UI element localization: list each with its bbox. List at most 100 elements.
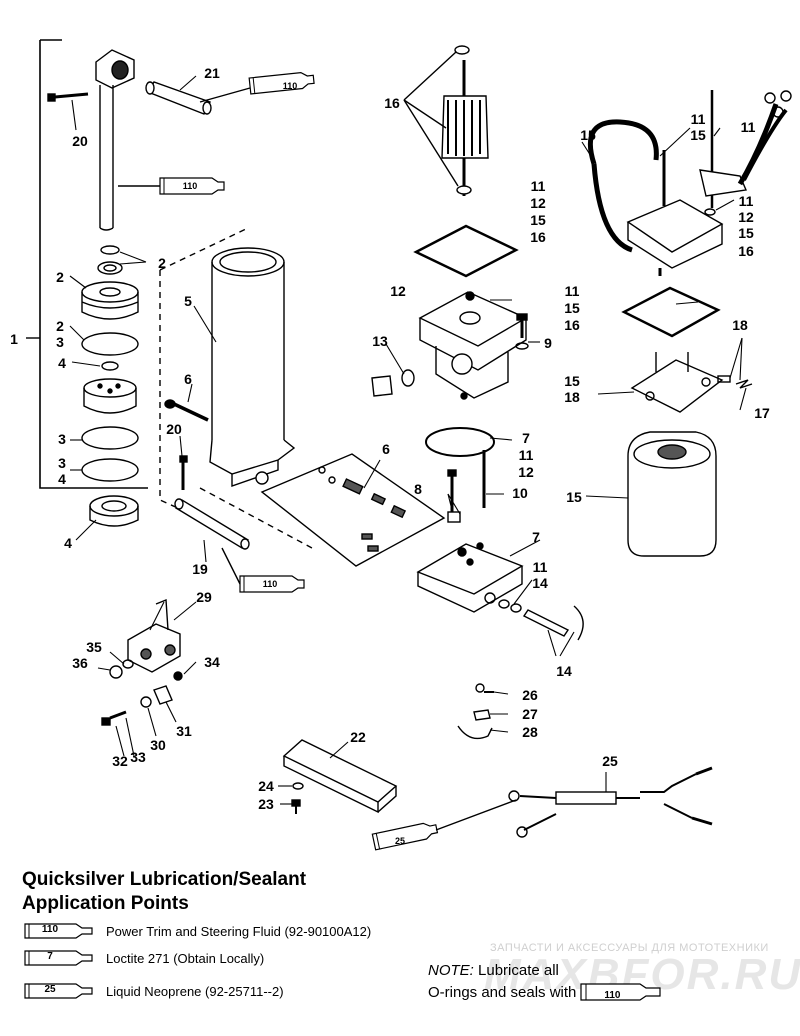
callout-5: 5	[184, 293, 192, 309]
callout-32: 32	[112, 753, 128, 769]
callout-23: 23	[258, 796, 274, 812]
legend-code: 25	[44, 984, 56, 995]
trim-rod	[95, 49, 135, 231]
o-ring-3b	[81, 426, 139, 450]
piston-head-2	[81, 281, 139, 320]
gasket-square-b	[621, 286, 721, 338]
callout-12: 12	[530, 195, 546, 211]
pin-20	[47, 92, 89, 102]
legend-row-loctite: 7 Loctite 271 (Obtain Locally)	[24, 947, 264, 969]
callout-34: 34	[204, 654, 220, 670]
callout-3: 3	[58, 455, 66, 471]
callout-13: 13	[372, 333, 388, 349]
motor-leads	[737, 90, 792, 186]
callout-11: 11	[533, 559, 548, 575]
o-ring-4a	[101, 361, 119, 371]
callout-10: 10	[512, 485, 528, 501]
callout-15: 15	[580, 127, 596, 143]
callout-15: 15	[530, 212, 546, 228]
callout-33: 33	[130, 749, 146, 765]
o-ring-3a	[81, 332, 139, 356]
callout-4: 4	[64, 535, 72, 551]
callout-8: 8	[414, 481, 422, 497]
callout-14: 14	[532, 575, 548, 591]
note-label: NOTE:	[428, 962, 474, 979]
plug-13	[371, 369, 415, 397]
legend-text: Liquid Neoprene (92-25711--2)	[106, 983, 284, 999]
legend-text: Power Trim and Steering Fluid (92-90100A…	[106, 923, 372, 939]
pump-body-7	[416, 542, 524, 613]
relay-22	[282, 739, 398, 814]
bolt-6	[164, 399, 209, 422]
dashed-bracket	[159, 227, 313, 549]
legend-row-power-trim-fluid: 110 Power Trim and Steering Fluid (92-90…	[24, 920, 371, 942]
callout-11: 11	[691, 111, 706, 127]
callout-6: 6	[382, 441, 390, 457]
motor-housing	[627, 431, 717, 557]
callout-12: 12	[390, 283, 406, 299]
end-cap-12	[418, 291, 528, 400]
harness-25	[508, 766, 713, 838]
washer-24	[292, 782, 304, 790]
screw-32-33	[101, 710, 127, 726]
nut-31	[153, 685, 173, 705]
callout-15: 15	[738, 225, 754, 241]
callout-6: 6	[184, 371, 192, 387]
tube-label-a: 110	[283, 81, 298, 91]
note-line2: O-rings and seals with	[428, 984, 577, 1001]
gasket-square-a	[413, 224, 519, 278]
callout-19: 19	[192, 561, 208, 577]
legend-heading-line2: Application Points	[22, 893, 189, 914]
callout-7: 7	[532, 529, 540, 545]
legend-text: Loctite 271 (Obtain Locally)	[106, 950, 265, 966]
callout-1: 1	[10, 331, 18, 347]
callout-28: 28	[522, 724, 538, 740]
note-line1: Lubricate all	[473, 962, 559, 979]
motor-end-assembly	[587, 90, 748, 276]
callout-14: 14	[556, 663, 572, 679]
release-valve-29	[127, 598, 181, 673]
clamp-28	[457, 725, 493, 740]
legend-code: 7	[47, 951, 53, 962]
bolts-8-10	[447, 450, 486, 523]
tube-icon: 7	[24, 950, 96, 966]
tube-icon: 110	[24, 923, 96, 939]
screw-23	[291, 799, 301, 814]
legend-code: 110	[41, 924, 59, 935]
callout-21: 21	[204, 65, 220, 81]
ball-34	[173, 671, 183, 681]
tube-icon: 25	[24, 983, 96, 999]
lubrication-note: NOTE: Lubricate all O-rings and seals wi…	[428, 960, 664, 1004]
callout-2: 2	[158, 255, 166, 271]
callout-12: 12	[738, 209, 754, 225]
callout-15: 15	[690, 127, 706, 143]
callout-16: 16	[384, 95, 400, 111]
callout-3: 3	[56, 334, 64, 350]
callout-16: 16	[738, 243, 754, 259]
screw-26	[475, 683, 494, 693]
callout-26: 26	[522, 687, 538, 703]
callout-18: 18	[564, 389, 580, 405]
tube-icon: 110	[580, 983, 664, 1001]
tube-label-d: 25	[395, 836, 405, 846]
callout-36: 36	[72, 655, 88, 671]
seal-4	[89, 495, 139, 527]
callout-15: 15	[564, 300, 580, 316]
o-ring-7	[425, 427, 495, 457]
callout-20: 20	[166, 421, 182, 437]
piston-assembly	[83, 378, 137, 414]
callout-2: 2	[56, 269, 64, 285]
callout-20: 20	[72, 133, 88, 149]
callout-4: 4	[58, 471, 66, 487]
callout-17: 17	[754, 405, 770, 421]
watermark-caption: ЗАПЧАСТИ И АКСЕССУАРЫ ДЛЯ МОТОТЕХНИКИ	[490, 942, 769, 954]
brush-plate	[630, 352, 724, 413]
cylinder-5	[209, 247, 296, 487]
armature-16	[441, 45, 489, 196]
pin-19	[174, 498, 250, 550]
callout-27: 27	[522, 706, 538, 722]
clip-27	[473, 709, 491, 721]
note-code: 110	[604, 990, 621, 1001]
screw-9	[515, 313, 529, 350]
